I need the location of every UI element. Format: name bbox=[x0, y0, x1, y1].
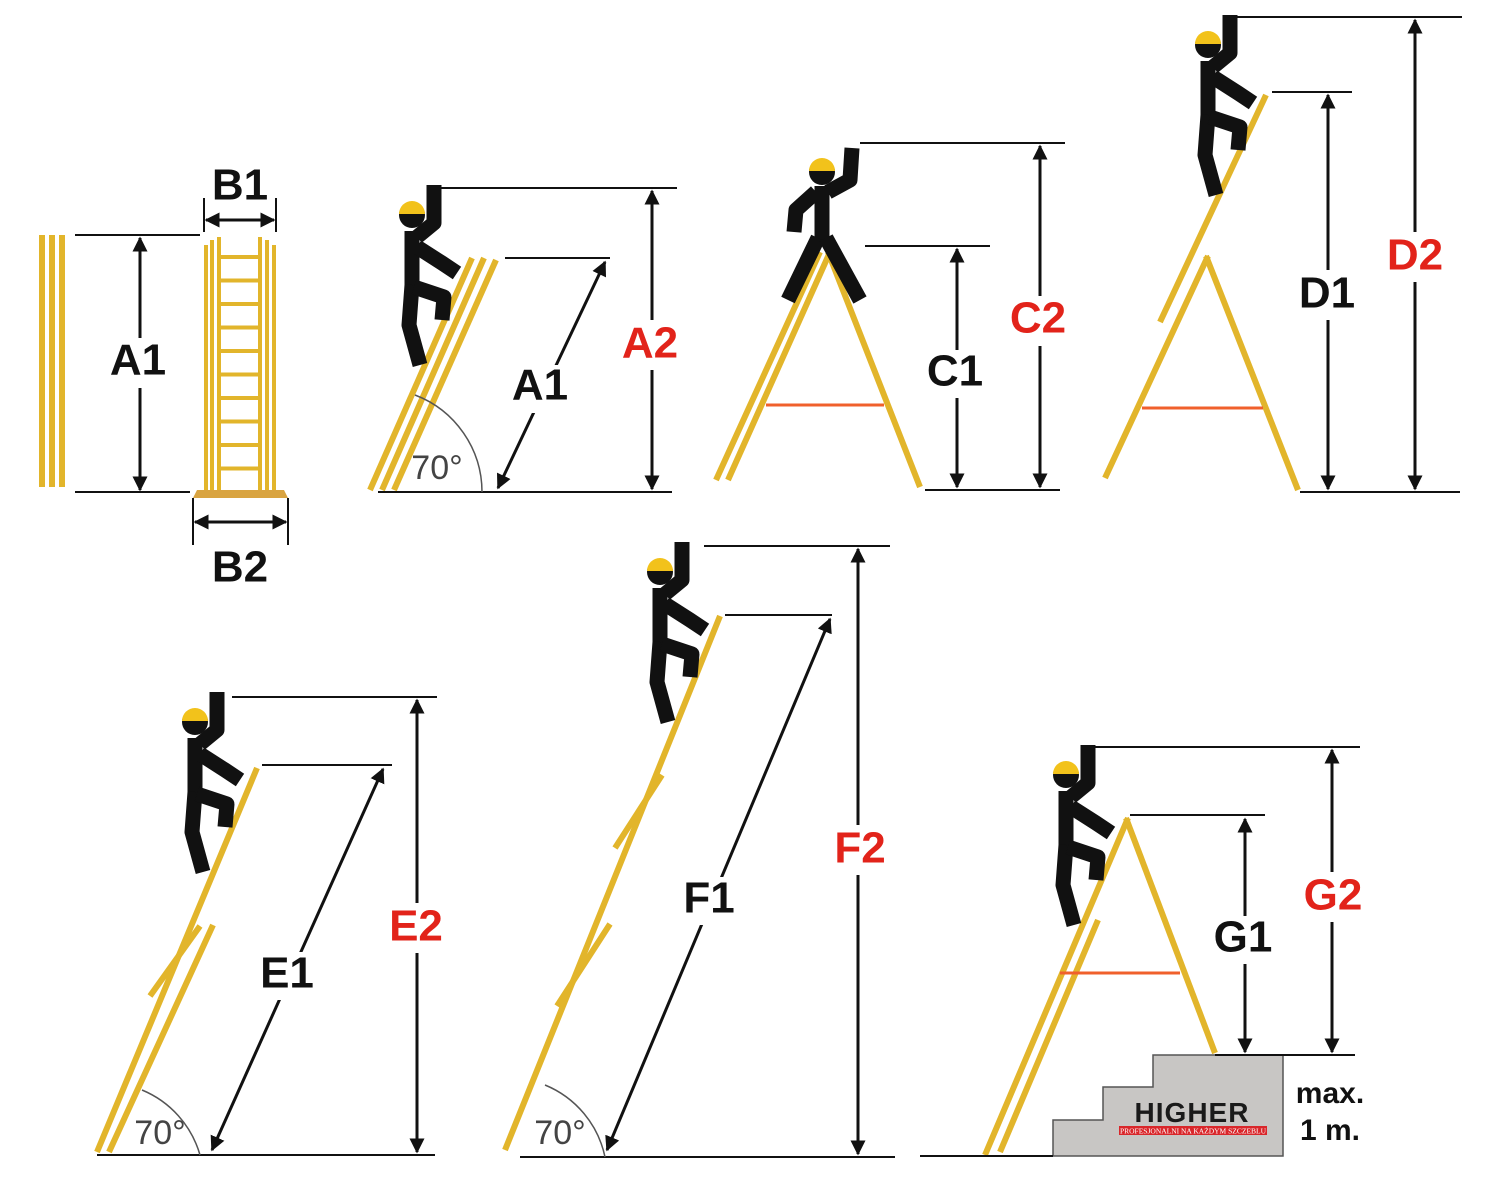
label-b2: B2 bbox=[212, 543, 268, 592]
angle-label-e: 70° bbox=[134, 1114, 185, 1152]
extension-ladder-e bbox=[94, 766, 260, 1154]
label-b1: B1 bbox=[212, 161, 268, 210]
svg-text:PROFESJONALNI NA KAŻDYM SZCZEB: PROFESJONALNI NA KAŻDYM SZCZEBLU bbox=[1120, 1127, 1267, 1136]
leaning-ladder-a bbox=[367, 256, 499, 492]
person-icon bbox=[647, 542, 705, 722]
label-a2: A2 bbox=[622, 319, 678, 368]
combination-ladder-d bbox=[1102, 93, 1301, 492]
label-f2: F2 bbox=[834, 824, 885, 873]
a-frame-ladder-c bbox=[713, 250, 923, 489]
label-d2: D2 bbox=[1387, 231, 1443, 280]
a-frame-ladder-g bbox=[982, 816, 1218, 1157]
person-icon bbox=[182, 692, 240, 872]
higher-logo: HIGHER PROFESJONALNI NA KAŻDYM SZCZEBLU bbox=[1119, 1097, 1267, 1136]
svg-text:HIGHER: HIGHER bbox=[1135, 1097, 1250, 1128]
label-c2: C2 bbox=[1010, 294, 1066, 343]
label-d1: D1 bbox=[1299, 269, 1355, 318]
label-g2: G2 bbox=[1304, 871, 1363, 920]
steps-note-max: max. bbox=[1296, 1077, 1364, 1110]
person-icon bbox=[1053, 745, 1111, 925]
folded-ladder-front bbox=[193, 237, 288, 498]
label-f1: F1 bbox=[683, 874, 734, 923]
label-a1: A1 bbox=[512, 361, 568, 410]
label-a1-folded: A1 bbox=[110, 336, 166, 385]
angle-label-f: 70° bbox=[534, 1114, 585, 1152]
label-e1: E1 bbox=[260, 949, 314, 998]
label-g1: G1 bbox=[1214, 913, 1273, 962]
person-icon bbox=[1195, 15, 1253, 195]
steps-note-height: 1 m. bbox=[1300, 1114, 1360, 1147]
label-c1: C1 bbox=[927, 347, 983, 396]
angle-label-a: 70° bbox=[411, 449, 462, 487]
person-icon bbox=[781, 147, 867, 304]
label-e2: E2 bbox=[389, 902, 443, 951]
folded-ladder-side bbox=[39, 235, 65, 487]
